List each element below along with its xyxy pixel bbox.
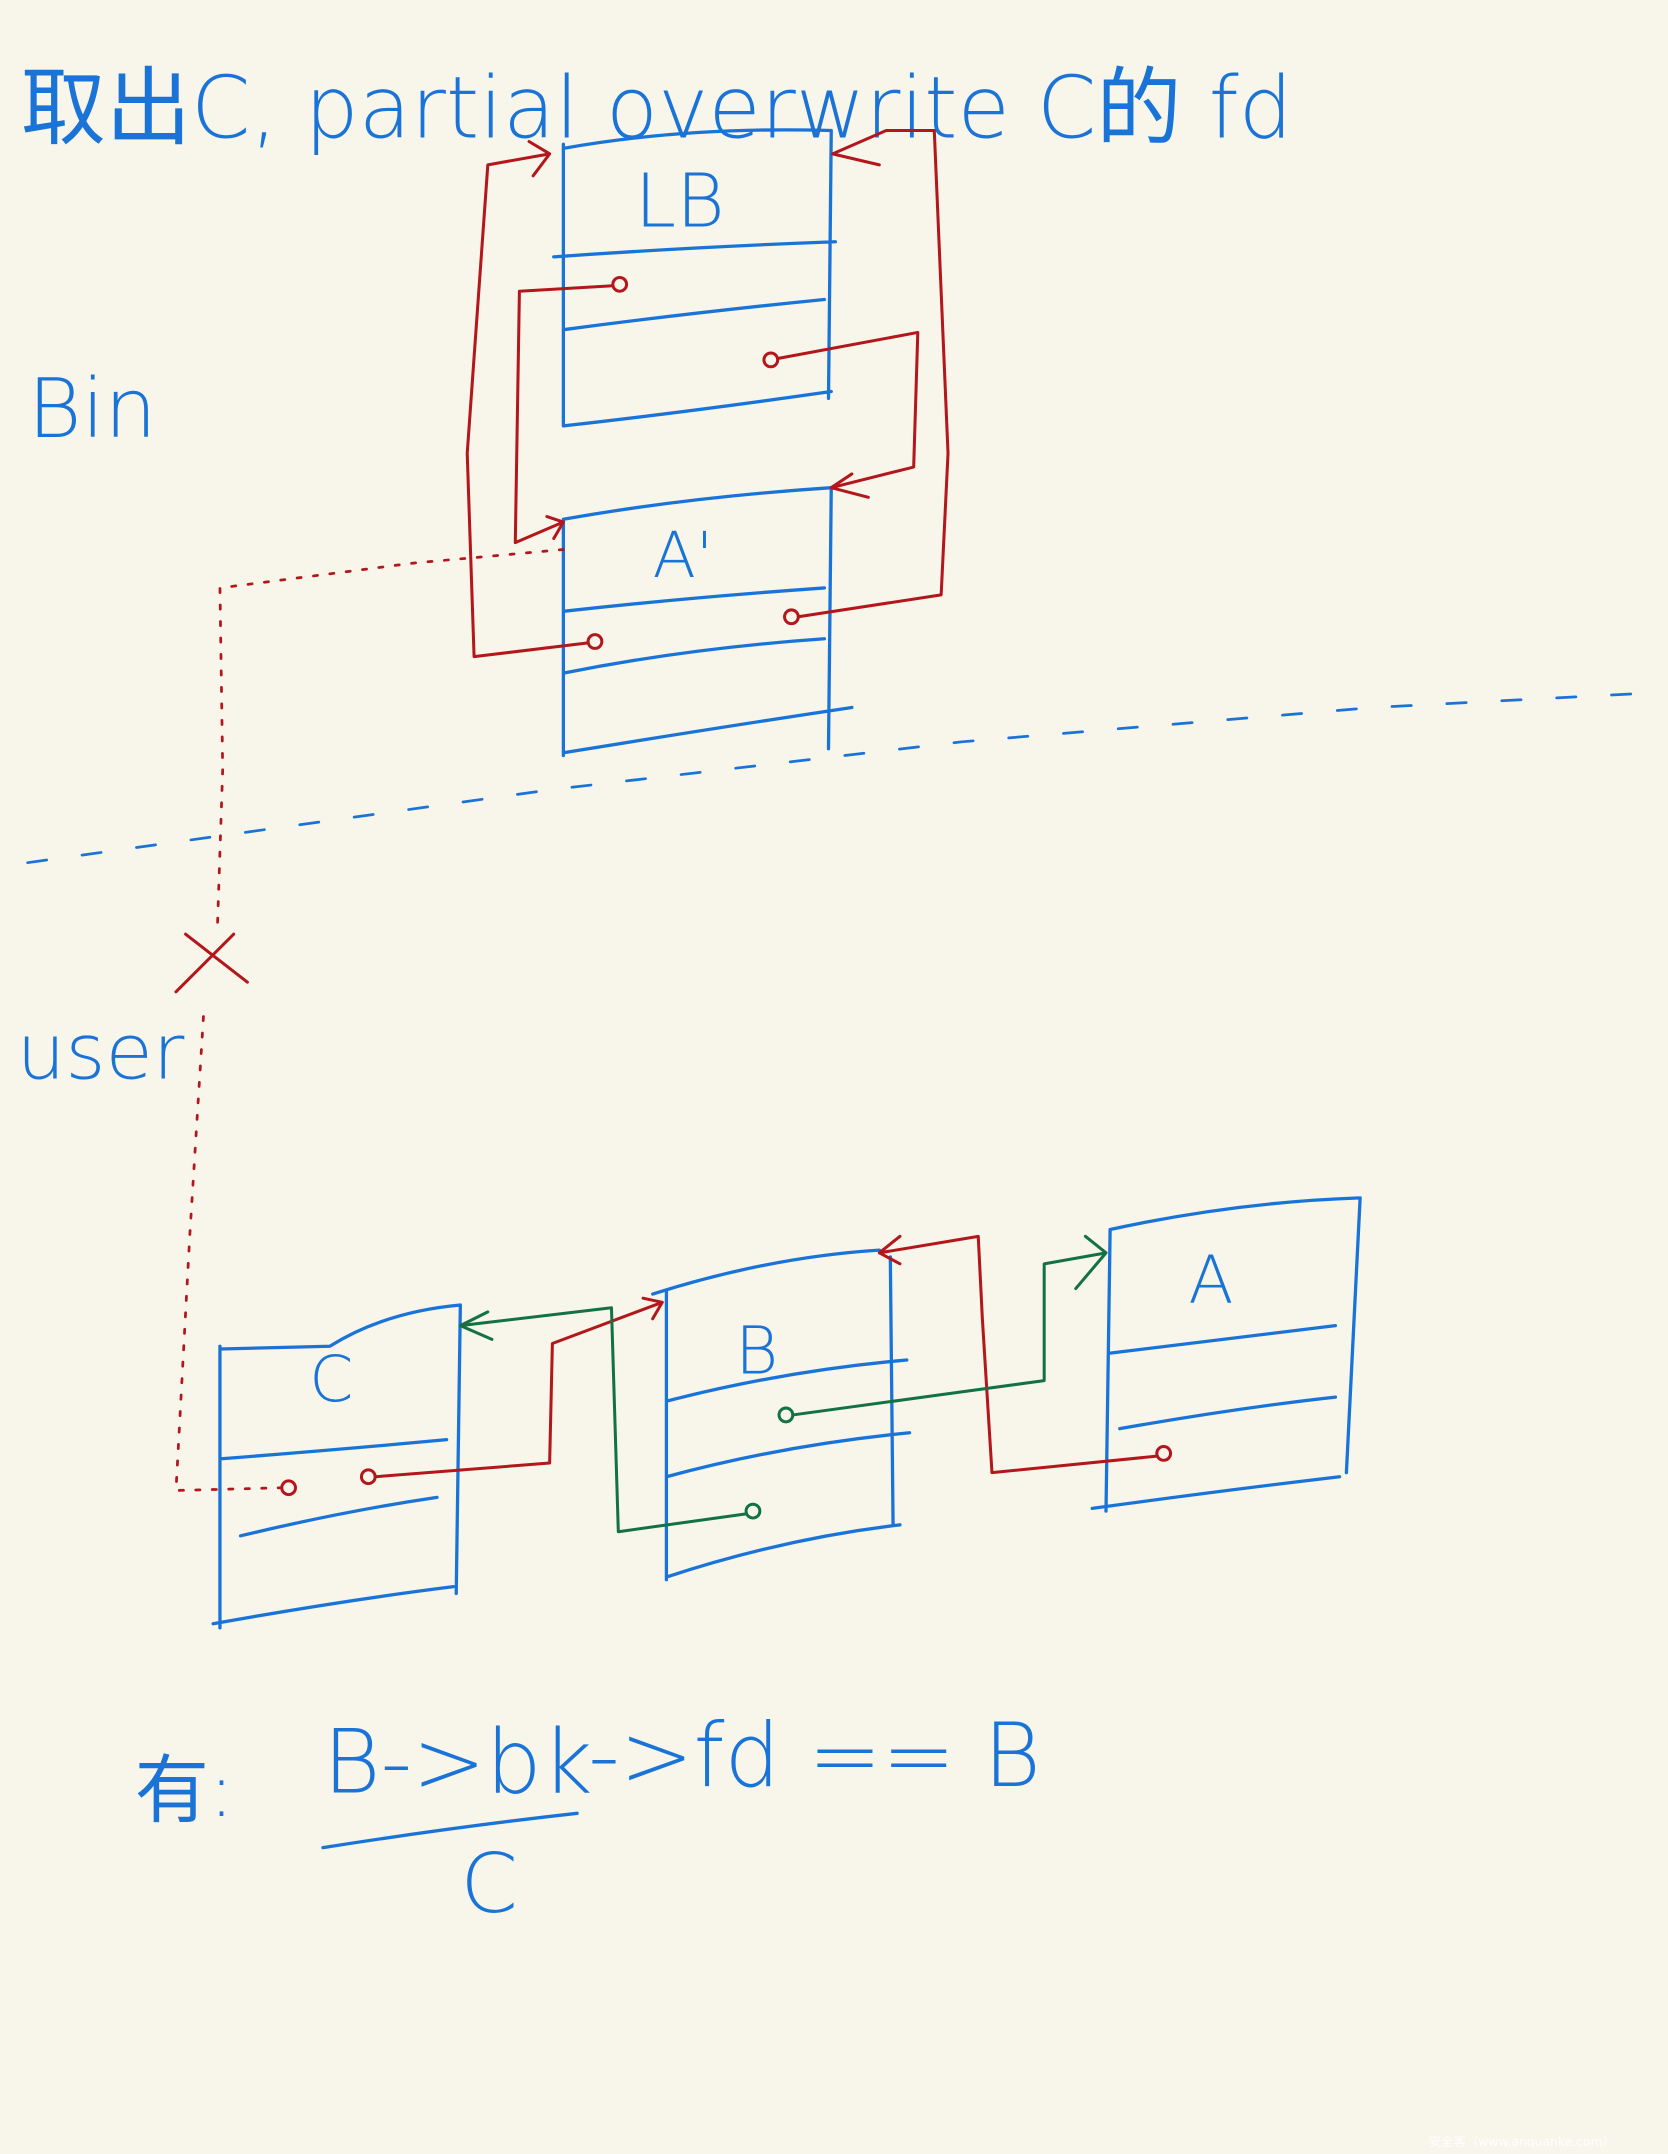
condition-lhs: B->bk — [323, 1711, 593, 1814]
chunk-label: B — [735, 1313, 778, 1390]
condition-rhs: ->fd == B — [588, 1704, 1041, 1807]
bin-user-divider — [26, 692, 1637, 865]
broken-pointer — [174, 548, 565, 1492]
underline — [321, 1811, 579, 1850]
chunk-label: C — [309, 1342, 353, 1416]
bin-label: Bin — [28, 361, 157, 457]
chunk-lb: LB — [552, 128, 838, 428]
watermark: 安全客（www.anquanke.com） — [1429, 2134, 1615, 2149]
chunk-b: B — [651, 1248, 912, 1582]
chunk-c: C — [211, 1303, 462, 1630]
chunk-label: A — [1188, 1241, 1233, 1318]
chunk-label: A' — [653, 518, 714, 592]
condition-note: C — [460, 1836, 518, 1932]
chunk-a-prime: A' — [561, 486, 854, 758]
title: 取出C, partial overwrite C的 fd — [21, 59, 1293, 158]
chunk-label: LB — [635, 159, 725, 245]
bin-links — [465, 128, 950, 659]
user-links — [280, 1234, 1173, 1534]
chunk-a: A — [1090, 1196, 1362, 1513]
cross-icon — [174, 932, 249, 994]
condition-prefix: 有: — [135, 1748, 234, 1834]
condition-formula: 有: B->bk ->fd == B C — [135, 1704, 1041, 1932]
user-label: user — [17, 1008, 185, 1097]
